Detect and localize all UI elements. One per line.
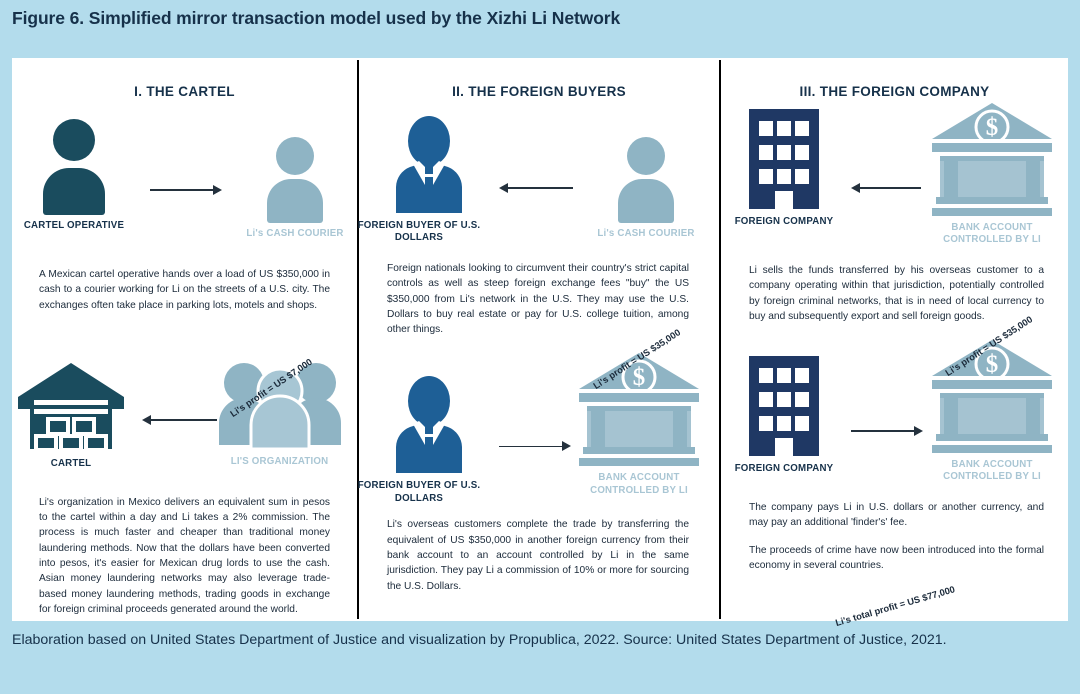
node-label: FOREIGN COMPANY bbox=[734, 463, 834, 475]
li-organization-art bbox=[207, 347, 352, 451]
node-cartel-operative: CARTEL OPERATIVE bbox=[0, 111, 149, 232]
column-foreign-company: III. THE FOREIGN COMPANY bbox=[721, 58, 1068, 628]
person-icon bbox=[618, 137, 674, 223]
office-building-icon bbox=[749, 109, 819, 209]
node-foreign-buyer-top: FOREIGN BUYER OF U.S. DOLLARS bbox=[354, 111, 504, 244]
node-label: BANK ACCOUNT CONTROLLED BY LI bbox=[943, 222, 1041, 246]
node-label: Li's CASH COURIER bbox=[597, 228, 695, 239]
node-label: FOREIGN BUYER OF U.S. DOLLARS bbox=[357, 480, 481, 504]
svg-text:$: $ bbox=[633, 364, 646, 391]
scene-company-bottom: FOREIGN COMPANY $ bbox=[721, 314, 1068, 482]
node-label: FOREIGN COMPANY bbox=[734, 216, 834, 227]
total-profit-label: Li's total profit = US $77,000 bbox=[834, 584, 957, 629]
node-cartel-warehouse: CARTEL bbox=[0, 349, 146, 470]
node-label: CARTEL bbox=[50, 457, 92, 469]
bank-icon: $ bbox=[932, 103, 1052, 216]
scene-cartel-bottom: CARTEL LI'S ORGANIZATION bbox=[12, 341, 357, 471]
scene-cartel-top: CARTEL OPERATIVE Li's CASH COURIER bbox=[12, 111, 357, 241]
warehouse-icon bbox=[18, 362, 124, 452]
column-divider-2 bbox=[719, 60, 721, 619]
scene-buyers-bottom: FOREIGN BUYER OF U.S. DOLLARS $ bbox=[358, 328, 719, 504]
paragraph: A Mexican cartel operative hands over a … bbox=[39, 269, 330, 311]
foreign-buyer-art bbox=[354, 371, 504, 475]
node-foreign-buyer-bottom: FOREIGN BUYER OF U.S. DOLLARS bbox=[354, 371, 504, 504]
businessperson-icon bbox=[396, 376, 462, 474]
paragraph: The proceeds of crime have now been intr… bbox=[749, 544, 1044, 572]
node-foreign-company-bottom: FOREIGN COMPANY bbox=[709, 354, 859, 475]
scene-company-top: FOREIGN COMPANY $ bbox=[721, 103, 1068, 245]
svg-text:$: $ bbox=[986, 114, 999, 141]
cartel-operative-art bbox=[0, 111, 149, 215]
node-label: LI'S ORGANIZATION bbox=[230, 455, 329, 467]
node-li-organization: LI'S ORGANIZATION bbox=[207, 347, 352, 468]
scene-buyers-top: FOREIGN BUYER OF U.S. DOLLARS Li's CASH … bbox=[358, 111, 721, 243]
paragraph: Li's overseas customers complete the tra… bbox=[387, 519, 689, 592]
node-label: BANK ACCOUNT CONTROLLED BY LI bbox=[590, 472, 688, 496]
column-heading-2: II. THE FOREIGN BUYERS bbox=[452, 84, 626, 99]
column-the-cartel: I. THE CARTEL CARTEL OPERATIVE bbox=[12, 58, 357, 621]
node-bank-account: $ BANK ACCOUNT CONTROLLED BY LI bbox=[564, 351, 714, 496]
arrow-right-icon bbox=[150, 183, 222, 197]
node-bank-account-bottom: $ BANK ACCOUNT CONTROLLED BY LI bbox=[917, 338, 1067, 483]
node-foreign-company-top: FOREIGN COMPANY bbox=[709, 107, 859, 228]
node-cash-courier: Li's CASH COURIER bbox=[571, 119, 721, 240]
column-heading-1: I. THE CARTEL bbox=[134, 84, 235, 99]
warehouse-art bbox=[0, 349, 146, 453]
paragraph: Foreign nationals looking to circumvent … bbox=[387, 263, 689, 336]
node-label: FOREIGN BUYER OF U.S. DOLLARS bbox=[357, 220, 481, 244]
cash-courier-art bbox=[220, 119, 370, 223]
company-art bbox=[709, 107, 859, 211]
column-divider-1 bbox=[357, 60, 359, 619]
person-icon bbox=[43, 119, 105, 215]
page-title: Figure 6. Simplified mirror transaction … bbox=[12, 8, 621, 28]
source-note: Elaboration based on United States Depar… bbox=[12, 632, 947, 648]
company-art bbox=[709, 354, 859, 458]
node-cash-courier: Li's CASH COURIER bbox=[220, 119, 370, 240]
bank-art: $ bbox=[917, 101, 1067, 217]
person-icon bbox=[267, 137, 323, 223]
node-label: Li's CASH COURIER bbox=[246, 228, 344, 239]
svg-text:$: $ bbox=[986, 351, 999, 378]
businessperson-icon bbox=[396, 116, 462, 213]
diagram-panel: I. THE CARTEL CARTEL OPERATIVE bbox=[12, 58, 1068, 628]
column-heading-3: III. THE FOREIGN COMPANY bbox=[799, 84, 990, 99]
office-building-icon bbox=[749, 356, 819, 457]
arrow-right-icon bbox=[499, 439, 571, 453]
node-label: BANK ACCOUNT CONTROLLED BY LI bbox=[943, 459, 1041, 483]
bank-art: $ bbox=[564, 351, 714, 467]
arrow-left-icon bbox=[499, 181, 573, 195]
arrow-right-icon bbox=[851, 424, 923, 438]
paragraph: Li's organization in Mexico delivers an … bbox=[39, 496, 330, 615]
paragraph: Li sells the funds transferred by his ov… bbox=[749, 265, 1044, 322]
column-foreign-buyers: II. THE FOREIGN BUYERS FOREIGN BUYER OF … bbox=[358, 58, 721, 621]
arrow-left-icon bbox=[851, 181, 921, 195]
people-group-icon bbox=[218, 362, 341, 451]
bank-icon: $ bbox=[579, 353, 699, 467]
bank-art: $ bbox=[917, 338, 1067, 454]
node-label: CARTEL OPERATIVE bbox=[23, 220, 125, 231]
paragraph: The company pays Li in U.S. dollars or a… bbox=[749, 502, 1044, 529]
node-bank-account-top: $ BANK ACCOUNT CONTROLLED BY LI bbox=[917, 101, 1067, 246]
cash-courier-art bbox=[571, 119, 721, 223]
foreign-buyer-art bbox=[354, 111, 504, 215]
arrow-left-icon bbox=[142, 413, 217, 427]
bank-icon: $ bbox=[932, 340, 1052, 454]
